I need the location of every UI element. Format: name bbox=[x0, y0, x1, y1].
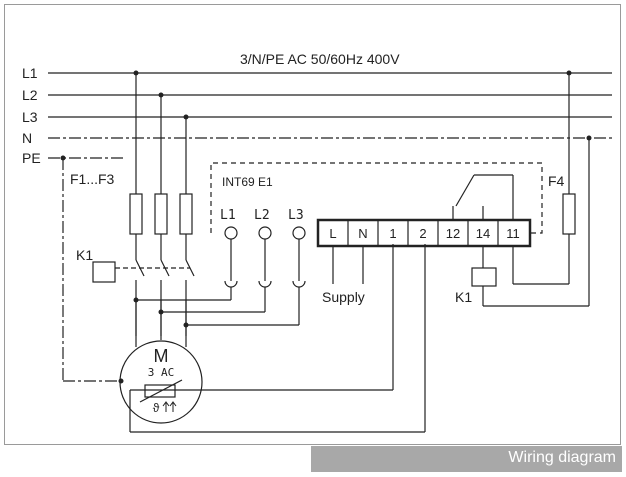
terminal-label: 12 bbox=[446, 226, 460, 241]
label-contactor-k1: K1 bbox=[76, 247, 93, 263]
sensor-input-label: L3 bbox=[288, 208, 304, 223]
thermistor-arrows-icon bbox=[162, 401, 177, 412]
terminal-label: L bbox=[329, 226, 336, 241]
sensor-input-label: L2 bbox=[254, 208, 270, 223]
label-pe: PE bbox=[22, 150, 41, 166]
supply-label: Supply bbox=[322, 289, 365, 305]
fuse-f4 bbox=[562, 193, 576, 235]
sensor-input-label: L1 bbox=[220, 208, 236, 223]
terminal-label: 2 bbox=[419, 226, 426, 241]
caption: Wiring diagram bbox=[508, 449, 616, 466]
label-relay-k1: K1 bbox=[455, 289, 472, 305]
terminal-label: N bbox=[358, 226, 367, 241]
label-f4: F4 bbox=[548, 173, 565, 189]
label-l2: L2 bbox=[22, 87, 38, 103]
motor-type: 3 AC bbox=[148, 366, 175, 379]
motor-letter: M bbox=[154, 346, 169, 366]
fuse-f3 bbox=[179, 193, 193, 235]
relay-coil-k1 bbox=[471, 267, 497, 287]
diagram-title: 3/N/PE AC 50/60Hz 400V bbox=[240, 51, 400, 67]
label-l3: L3 bbox=[22, 109, 38, 125]
device-name: INT69 E1 bbox=[222, 175, 273, 189]
caption-bar: Wiring diagram bbox=[311, 446, 622, 472]
thermistor-symbol: ϑ bbox=[153, 401, 160, 415]
device-enclosure bbox=[210, 162, 543, 234]
terminal-label: 14 bbox=[476, 226, 490, 241]
sensor-terminal-l2 bbox=[258, 226, 272, 240]
label-fuses: F1...F3 bbox=[70, 171, 115, 187]
terminal-strip bbox=[316, 218, 532, 248]
motor-thermistor bbox=[144, 384, 176, 398]
label-n: N bbox=[22, 130, 32, 146]
fuse-f1 bbox=[129, 193, 143, 235]
terminal-label: 11 bbox=[506, 226, 520, 241]
fuse-f2 bbox=[154, 193, 168, 235]
sensor-terminal-l3 bbox=[292, 226, 306, 240]
label-l1: L1 bbox=[22, 65, 38, 81]
diagram-frame bbox=[4, 4, 621, 445]
terminal-label: 1 bbox=[389, 226, 396, 241]
sensor-terminal-l1 bbox=[224, 226, 238, 240]
contactor-coil-k1 bbox=[92, 261, 116, 283]
